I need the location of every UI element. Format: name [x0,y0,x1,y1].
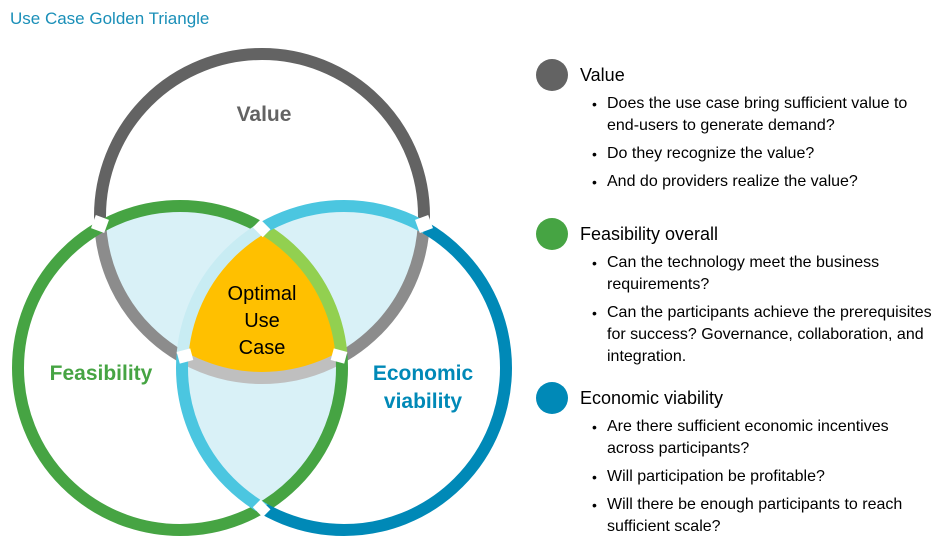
list-item: Do they recognize the value? [592,143,937,165]
list-item: And do providers realize the value? [592,171,937,193]
list-item: Does the use case bring sufficient value… [592,93,937,137]
value-label: Value [237,103,292,126]
optimal-use-case-region [182,206,342,378]
legend-title: Economic viability [580,387,724,408]
feasibility-circle [12,200,348,536]
feasibility-label: Feasibility [50,362,153,385]
economic-dot-icon [536,382,568,414]
list-item: Can the technology meet the business req… [592,252,937,296]
legend-title: Value [580,64,625,85]
center-label-line3: Case [239,337,286,359]
legend-title: Feasibility overall [580,223,719,244]
list-item: Will participation be profitable? [592,466,937,488]
crossing-gaps [91,215,433,518]
list-item: Are there sufficient economic incentives… [592,416,937,460]
center-label-line2: Use [244,310,280,332]
venn-diagram: Value Feasibility Economic viability Opt… [12,48,512,536]
economic-label-line1: Economic [373,362,474,385]
economic-label-line2: viability [384,390,463,413]
economic-circle [176,200,512,536]
legend-group-value: Value Does the use case bring sufficient… [536,59,937,199]
list-item: Can the participants achieve the prerequ… [592,302,937,368]
feasibility-dot-icon [536,218,568,250]
legend-group-economic: Economic viability Are there sufficient … [536,382,937,544]
value-dot-icon [536,59,568,91]
legend-group-feasibility: Feasibility overall Can the technology m… [536,218,937,374]
center-label-line1: Optimal [228,283,297,305]
list-item: Will there be enough participants to rea… [592,494,937,538]
value-circle [94,48,430,384]
page-title: Use Case Golden Triangle [10,9,210,28]
